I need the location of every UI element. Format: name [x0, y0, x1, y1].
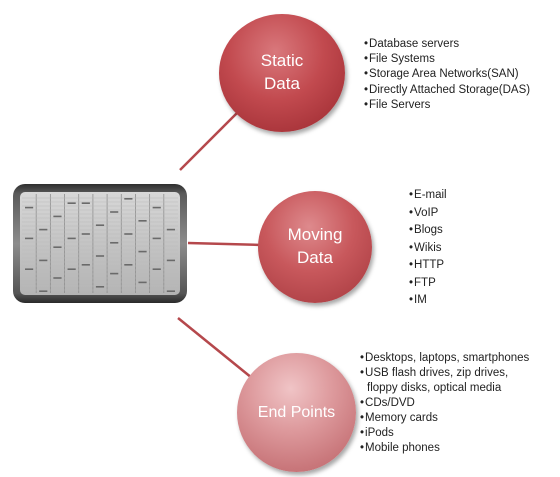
connector-endpoints — [177, 317, 253, 379]
moving-data-label-line2: Data — [297, 248, 333, 267]
list-item: Database servers — [364, 37, 530, 52]
connector-moving — [187, 241, 263, 247]
end-points-node: End Points — [237, 353, 356, 472]
list-item: Wikis — [409, 240, 447, 258]
list-item: File Servers — [364, 98, 530, 113]
end-points-list: Desktops, laptops, smartphones USB flash… — [360, 351, 529, 456]
list-item: CDs/DVD — [360, 396, 529, 411]
list-item: Memory cards — [360, 411, 529, 426]
list-item: E-mail — [409, 187, 447, 205]
connector-static — [179, 109, 241, 171]
static-data-label-line1: Static — [260, 51, 304, 71]
moving-data-label-line1: Moving — [287, 225, 343, 245]
list-item: IM — [409, 292, 447, 310]
list-item-continuation: floppy disks, optical media — [367, 382, 502, 394]
static-data-label-line2: Data — [264, 74, 300, 93]
list-item: HTTP — [409, 257, 447, 275]
moving-data-node: Moving Data — [258, 191, 372, 303]
list-item: iPods — [360, 426, 529, 441]
list-item: Mobile phones — [360, 441, 529, 456]
list-item: FTP — [409, 275, 447, 293]
storage-array-icon — [13, 184, 187, 303]
list-item: USB flash drives, zip drives, — [360, 366, 529, 381]
list-item: Storage Area Networks(SAN) — [364, 67, 530, 82]
list-item: Desktops, laptops, smartphones — [360, 351, 529, 366]
static-data-list: Database servers File Systems Storage Ar… — [364, 37, 530, 113]
end-points-label: End Points — [257, 403, 336, 421]
static-data-node: Static Data — [219, 14, 345, 132]
moving-data-list: E-mail VoIP Blogs Wikis HTTP FTP IM — [409, 187, 447, 310]
list-item: File Systems — [364, 52, 530, 67]
list-item: Directly Attached Storage(DAS) — [364, 83, 530, 98]
list-item: Blogs — [409, 222, 447, 240]
list-item: VoIP — [409, 205, 447, 223]
